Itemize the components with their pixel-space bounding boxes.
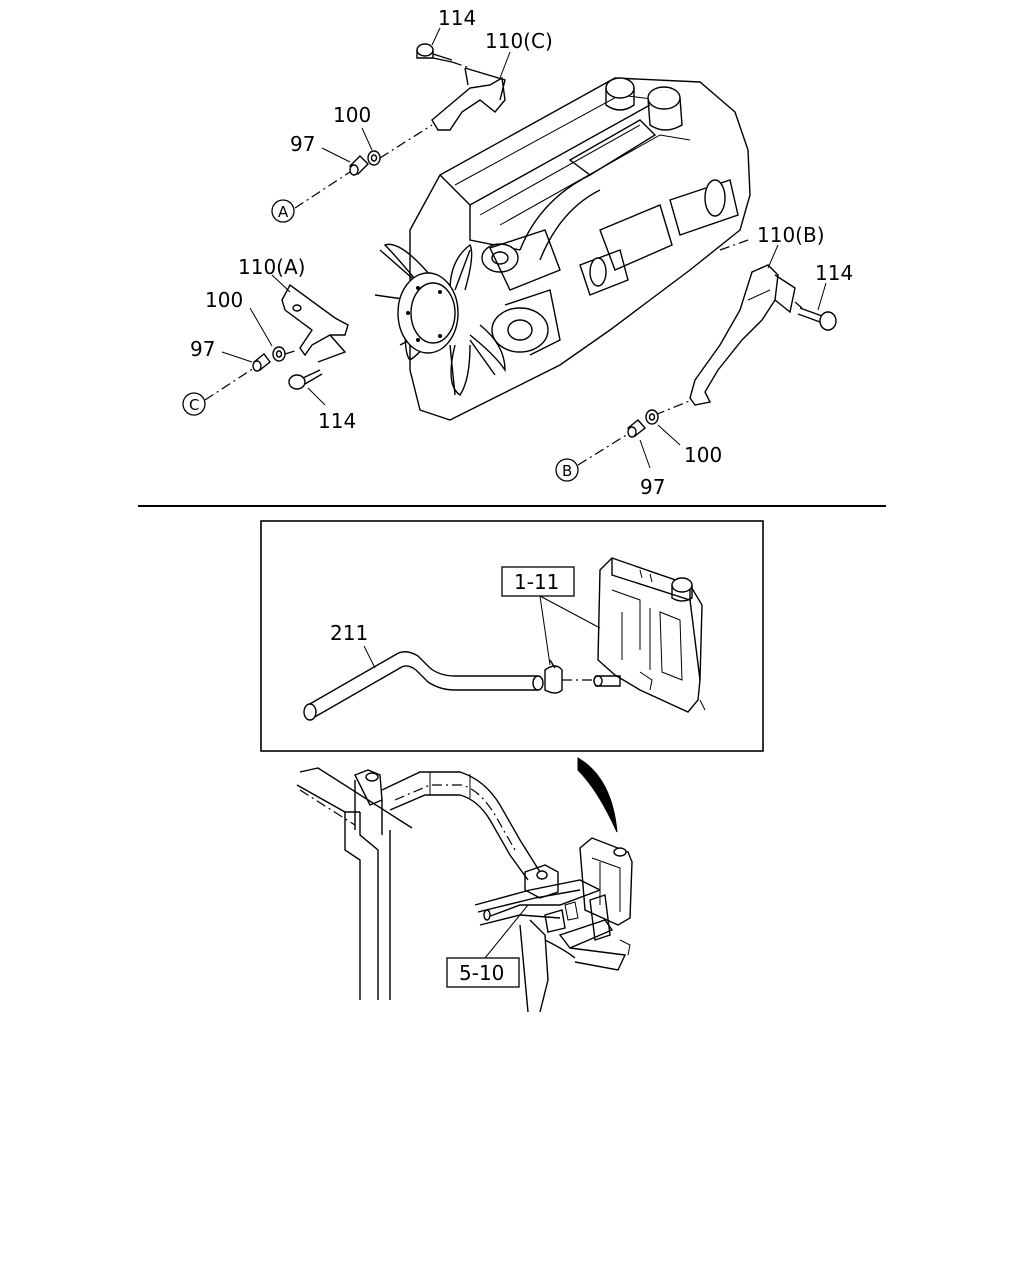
dash-a-bracket [284, 349, 299, 355]
cab-frame-illustration [296, 757, 633, 1013]
callout-114-right: 114 [815, 261, 853, 285]
ref-box-1-11 [501, 566, 575, 597]
dash-114-right [794, 301, 803, 309]
bracket-110a [281, 283, 349, 363]
dash-b-line [577, 433, 629, 466]
spacer-97-left [252, 353, 271, 372]
circle-ref-b [555, 458, 579, 482]
callout-97-bottom: 97 [640, 475, 665, 499]
circle-ref-b-label: B [562, 462, 572, 480]
circle-ref-c [182, 392, 206, 416]
washer-100-left [272, 346, 286, 362]
dash-b-bracket [654, 399, 693, 416]
dash-c-line [204, 367, 255, 401]
dash-114-top [451, 61, 471, 69]
spacer-97-top [349, 155, 369, 176]
circle-ref-c-label: C [189, 396, 199, 414]
dash-a-line [294, 171, 351, 209]
callout-110b: 110(B) [757, 223, 825, 247]
dash-to-c-bracket [379, 124, 433, 159]
callout-97-top: 97 [290, 132, 315, 156]
callout-100-bottom: 100 [684, 443, 722, 467]
bracket-110b [689, 264, 796, 406]
ref-label-1-11: 1-11 [514, 570, 559, 594]
callout-114-top: 114 [438, 6, 476, 30]
ref-box-5-10 [446, 957, 520, 988]
washer-100-bottom [645, 409, 659, 425]
bolt-114-top [416, 43, 453, 63]
callout-110a: 110(A) [238, 255, 305, 279]
reserve-tank [593, 557, 706, 713]
circle-ref-a-label: A [278, 203, 289, 221]
ref-label-5-10: 5-10 [459, 961, 504, 985]
bolt-114-right [797, 307, 837, 331]
spacer-97-bottom [626, 419, 647, 438]
bolt-114-left [288, 369, 323, 390]
hose-211 [303, 651, 544, 721]
callout-100-top: 100 [333, 103, 371, 127]
bracket-110c [431, 67, 506, 131]
callout-114-left: 114 [318, 409, 356, 433]
callout-97-left: 97 [190, 337, 215, 361]
engine-illustration [374, 77, 751, 421]
callout-211: 211 [330, 621, 368, 645]
hose-clamp [544, 659, 563, 694]
callout-110c: 110(C) [485, 29, 553, 53]
washer-100-top [367, 150, 381, 166]
circle-ref-a [271, 199, 295, 223]
detail-frame [260, 520, 764, 752]
callout-100-left: 100 [205, 288, 243, 312]
